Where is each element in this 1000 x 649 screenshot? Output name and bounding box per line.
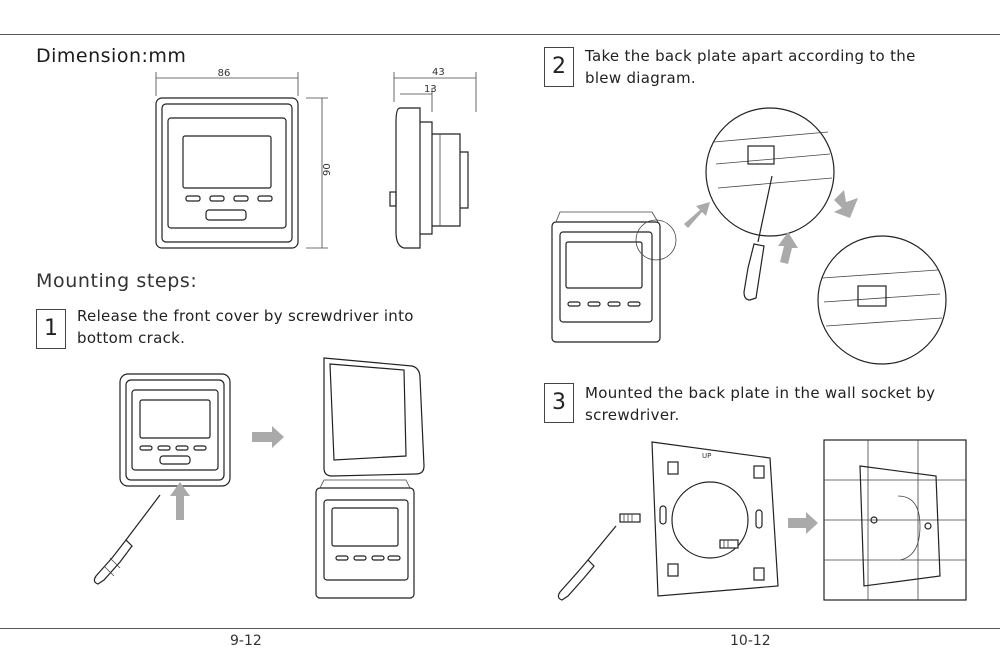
step-1-number: 1: [36, 309, 66, 349]
step-2-arrow-3: [834, 190, 858, 218]
bottom-rule: [0, 628, 1000, 629]
screwdriver-icon-3: [557, 525, 617, 601]
page-number-right: 10-12: [730, 633, 771, 649]
step-2-arrow-1: [684, 202, 710, 228]
step-1-line-2: bottom crack.: [77, 329, 186, 347]
step-1-thermostat-illustration: [93, 357, 425, 599]
side-dimension-drawing: 43 13: [389, 67, 477, 249]
dim-depth-back-label: 13: [424, 84, 437, 95]
screw-icon-2: [719, 539, 739, 549]
mounting-steps-title: Mounting steps:: [36, 270, 198, 292]
dim-height-label: 90: [322, 163, 333, 176]
step-2-back-plate-illustration: [551, 107, 947, 365]
step-3-line-1: Mounted the back plate in the wall socke…: [585, 384, 936, 402]
dim-depth-total-label: 43: [432, 67, 445, 78]
step-2-arrow-2: [778, 232, 798, 264]
step-3-number: 3: [544, 383, 574, 423]
zoom-circle-1: [705, 107, 835, 237]
step-2-line-2: blew diagram.: [585, 69, 696, 87]
step-1-text: Release the front cover by screwdriver i…: [77, 305, 414, 349]
step-1-line-1: Release the front cover by screwdriver i…: [77, 307, 414, 325]
back-plate: [651, 441, 779, 597]
step-3-line-2: screwdriver.: [585, 406, 680, 424]
step-2-number: 2: [544, 47, 574, 87]
zoom-circle-2: [817, 235, 947, 365]
step-3-right-arrow: [788, 512, 818, 534]
top-rule: [0, 34, 1000, 35]
dimension-title: Dimension:mm: [36, 45, 187, 67]
step-2-text: Take the back plate apart according to t…: [585, 45, 916, 89]
screwdriver-icon-2: [743, 175, 773, 301]
dim-width-label: 86: [218, 68, 231, 79]
step-1-right-arrow: [252, 426, 284, 448]
plate-marking: UP: [702, 452, 711, 460]
step-1-up-arrow: [170, 482, 190, 520]
screwdriver-icon: [93, 494, 161, 585]
step-3-wall-mount-illustration: UP: [557, 439, 967, 601]
page-number-left: 9-12: [230, 633, 262, 649]
front-dimension-drawing: 86 90: [155, 68, 333, 249]
screw-icon: [619, 513, 641, 523]
step-2-line-1: Take the back plate apart according to t…: [585, 47, 916, 65]
step-3-text: Mounted the back plate in the wall socke…: [585, 382, 935, 426]
